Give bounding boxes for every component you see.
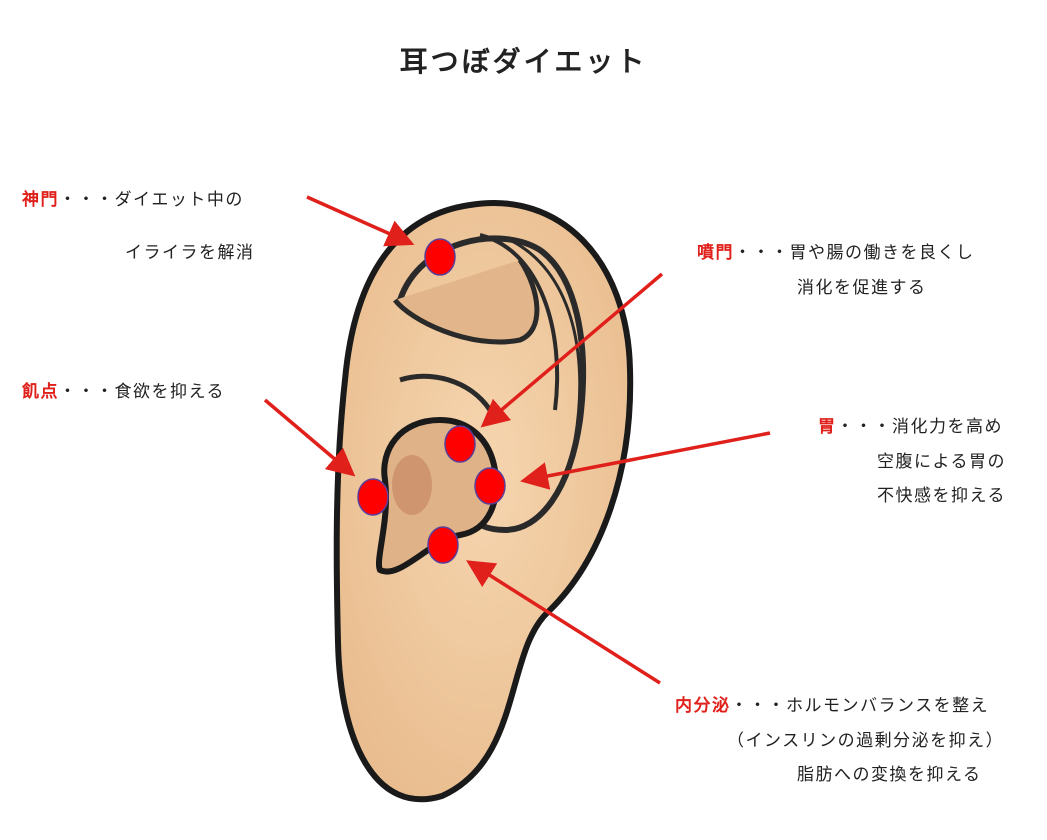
point-desc: ・・・胃や腸の働きを良くし [734,243,975,263]
point-desc: 空腹による胃の [877,452,1006,472]
point-desc: イライラを解消 [125,243,255,263]
label-kiten: 飢点・・・食欲を抑える [22,382,225,402]
arrows [263,195,771,685]
label-i: 胃・・・消化力を高め [818,417,1003,437]
point-desc: ・・・食欲を抑える [59,382,225,402]
acupoint-shinmon [424,238,456,276]
point-desc: （インスリンの過剰分泌を抑え） [727,731,1005,751]
point-desc: 脂肪への変換を抑える [797,765,982,785]
point-desc: ・・・消化力を高め [836,417,1003,437]
arrow-kiten [263,398,356,477]
point-desc: 不快感を抑える [877,486,1006,506]
label-shinmon: 神門・・・ダイエット中の [22,190,244,210]
page-title: 耳つぼダイエット [399,45,648,78]
arrow-naibunpi [466,560,661,685]
arrow-funmon [480,272,664,428]
point-desc: ・・・ダイエット中の [59,190,244,210]
acupoint-naibunpi [427,526,459,564]
label-naibunpi: 内分泌・・・ホルモンバランスを整え [675,696,989,716]
point-name: 飢点 [22,382,59,402]
point-name: 神門 [22,190,59,210]
acupoint-kiten [357,478,389,516]
arrow-shinmon [306,195,415,247]
point-name: 胃 [818,417,837,437]
point-desc: 消化を促進する [797,278,927,298]
arrow-i [520,431,771,490]
point-name: 内分泌 [675,696,731,716]
acupoint-funmon [444,425,476,463]
point-desc: ・・・ホルモンバランスを整え [730,696,990,716]
label-funmon: 噴門・・・胃や腸の働きを良くし [697,243,975,263]
point-name: 噴門 [697,243,734,263]
acupoint-i [474,467,506,505]
